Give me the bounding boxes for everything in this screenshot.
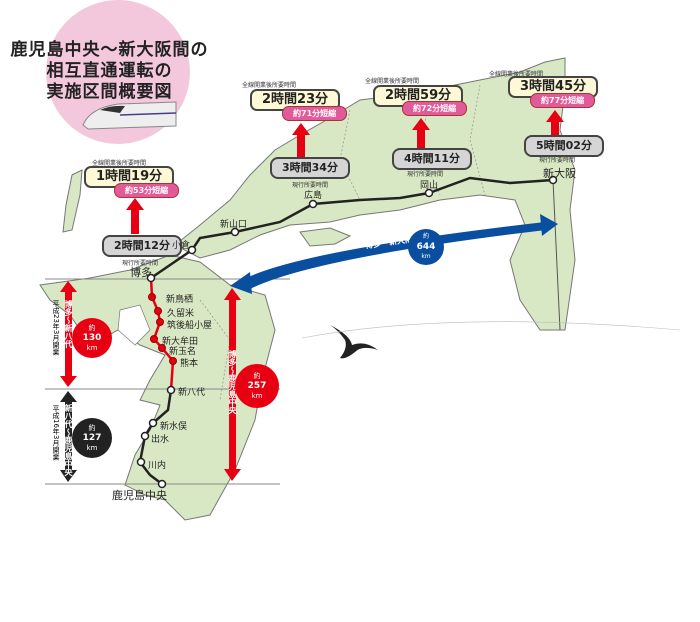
distance-circle-130: 約 130 km <box>72 318 112 358</box>
station-shin-omuta: 新大牟田 <box>162 337 199 347</box>
swallow-icon <box>330 325 378 359</box>
white-station-markers <box>136 175 558 489</box>
distance-value: 130 <box>82 333 102 343</box>
station-kumamoto: 熊本 <box>180 359 199 369</box>
inland-sea <box>117 304 151 346</box>
station-shin-yamaguchi: 新山口 <box>220 220 248 230</box>
title-line-1: 鹿児島中央～新大阪間の <box>10 40 209 60</box>
new-time-header: 全線開業後所要時間 <box>242 82 297 89</box>
section-label-hakata-yatsushiro: 博多～新八代 <box>64 300 73 348</box>
station-kokura: 小倉 <box>172 241 191 251</box>
approx-label: 約 <box>88 324 96 332</box>
approx-label: 約 <box>253 372 261 380</box>
opened-date-2004: 平成16年3月開業 <box>52 405 60 461</box>
distance-circle-127: 約 127 km <box>72 418 112 458</box>
station-okayama: 岡山 <box>420 181 439 191</box>
coastline-line <box>301 321 681 339</box>
arrow-yatsushiro-kagoshima <box>60 391 77 482</box>
current-time-label: 現行所要時間 <box>407 171 444 178</box>
current-time-box: 5時間02分 <box>524 135 604 157</box>
distance-unit: km <box>251 392 263 400</box>
distance-value: 644 <box>416 242 436 252</box>
distance-unit: km <box>86 344 98 352</box>
shorten-badge: 約77分短縮 <box>530 93 596 108</box>
arrow-hakata-yatsushiro <box>60 281 77 387</box>
title-line-3: 実施区間概要図 <box>46 82 173 102</box>
station-sendai: 川内 <box>148 461 167 471</box>
shorten-arrows <box>126 110 564 234</box>
new-time-box: 2時間23分 <box>250 89 341 111</box>
opened-date-2011: 平成23年3月開業 <box>52 300 60 356</box>
boundary-line <box>552 179 561 331</box>
shorten-badge: 約71分短縮 <box>282 106 348 121</box>
station-hakata: 博多 <box>130 266 152 279</box>
current-time-box: 2時間12分 <box>102 235 182 257</box>
current-time-box: 4時間11分 <box>392 148 472 170</box>
current-time-label: 現行所要時間 <box>292 182 329 189</box>
current-time-label: 現行所要時間 <box>122 260 159 267</box>
station-chikugo-funagoya: 筑後船小屋 <box>167 321 213 331</box>
distance-circle-257: 約 257 km <box>235 364 279 408</box>
page-title: 鹿児島中央～新大阪間の 相互直通運転の 実施区間概要図 <box>2 40 217 103</box>
distance-circle-644: 約 644 km <box>408 229 444 265</box>
new-time-box: 1時間19分 <box>84 166 175 188</box>
new-time-header: 全線開業後所要時間 <box>92 160 147 167</box>
honshu-land <box>174 57 576 331</box>
station-shin-tamana: 新玉名 <box>169 347 197 357</box>
shikoku-island <box>299 227 352 247</box>
arrow-hakata-kagoshima <box>224 288 241 481</box>
shorten-badge: 約53分短縮 <box>114 183 180 198</box>
station-shin-yatsushiro: 新八代 <box>178 388 206 398</box>
sanyo-line <box>150 176 554 280</box>
section-label-yatsushiro-kagoshima: 新八代～鹿児島中央 <box>64 404 73 476</box>
distance-unit: km <box>86 444 98 452</box>
tsushima-island <box>62 169 83 233</box>
station-shin-minamata: 新水俣 <box>160 422 188 432</box>
station-izumi: 出水 <box>151 435 170 445</box>
approx-label: 約 <box>88 424 96 432</box>
new-time-header: 全線開業後所要時間 <box>489 71 544 78</box>
distance-value: 257 <box>247 381 267 391</box>
shorten-badge: 約72分短縮 <box>402 101 468 116</box>
station-shin-osaka: 新大阪 <box>543 167 576 180</box>
section-label-hakata-kagoshima: 博多～鹿児島中央 <box>228 350 237 414</box>
station-kagoshima-chuo: 鹿児島中央 <box>112 489 167 502</box>
station-hiroshima: 広島 <box>304 191 323 201</box>
current-time-label: 現行所要時間 <box>539 157 576 164</box>
station-kurume: 久留米 <box>167 309 195 319</box>
arrow-hakata-osaka <box>230 214 558 294</box>
red-station-markers <box>148 293 177 365</box>
current-time-box: 3時間34分 <box>270 157 350 179</box>
station-shin-tosu: 新鳥栖 <box>166 295 194 305</box>
distance-value: 127 <box>82 433 102 443</box>
approx-label: 約 <box>422 233 429 240</box>
distance-unit: km <box>421 253 431 260</box>
title-line-2: 相互直通運転の <box>46 61 173 81</box>
shinkansen-train-illustration <box>82 101 177 130</box>
new-time-header: 全線開業後所要時間 <box>365 78 420 85</box>
